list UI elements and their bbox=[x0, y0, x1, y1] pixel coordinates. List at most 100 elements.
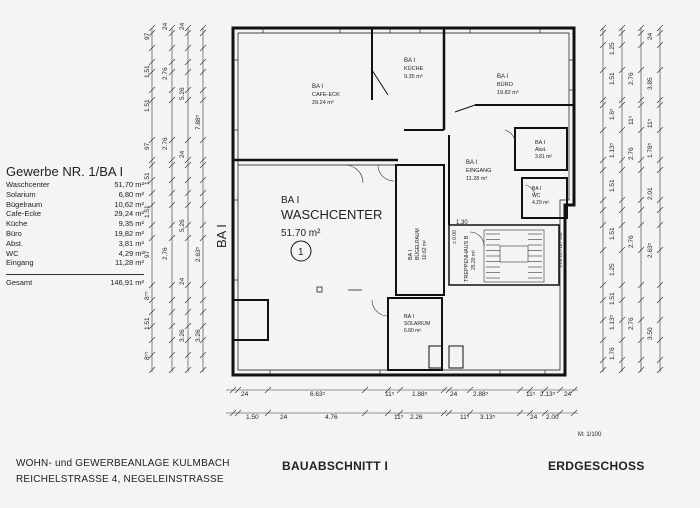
dim-bottom-low: 4.76 bbox=[325, 414, 338, 421]
area-row-value: 11,28 m² bbox=[114, 258, 144, 268]
dim-bottom-top: 24 bbox=[450, 391, 458, 398]
dim-right-inner: 1.51 bbox=[609, 227, 616, 240]
dim-bottom-top: 2.13⁵ bbox=[540, 391, 556, 398]
dim-left-inner: 1.51 bbox=[144, 99, 151, 112]
area-total-value: 146,91 m² bbox=[83, 274, 144, 288]
room-buero-area: 19.82 m² bbox=[497, 90, 519, 96]
dim-bottom-low: 11⁵ bbox=[460, 414, 470, 421]
area-row-name: WC bbox=[6, 248, 19, 258]
area-row-value: 10,62 m² bbox=[114, 199, 144, 209]
wall-buegel bbox=[395, 164, 445, 296]
dim-right-mid: 11⁵ bbox=[628, 115, 635, 125]
dim-left-outer: 5.26 bbox=[179, 87, 186, 100]
dim-right-outer: 11⁵ bbox=[647, 118, 654, 128]
dim-left-mid: 2.76 bbox=[162, 247, 169, 260]
dim-right-outer: 3.50 bbox=[647, 327, 654, 340]
room-kueche-name: KÜCHE bbox=[404, 65, 424, 72]
dim-bottom-top: 24 bbox=[564, 391, 572, 398]
dim-bottom-low: 1.50 bbox=[246, 414, 259, 421]
project-info: WOHN- und GEWERBEANLAGE KULMBACH REICHEL… bbox=[16, 456, 230, 488]
dim-bottom-low: 2.00 bbox=[546, 414, 559, 421]
dim-bottom-top: 11⁵ bbox=[385, 391, 395, 398]
area-row-value: 9,35 m² bbox=[118, 219, 144, 229]
dim-bottom-low: 3.13⁵ bbox=[480, 414, 496, 421]
dim-bottom-top: 11⁵ bbox=[526, 391, 536, 398]
level-a: ± 0.00 bbox=[452, 230, 458, 244]
area-row: Küche 9,35 m² bbox=[6, 219, 144, 229]
area-row-value: 29,24 m² bbox=[114, 209, 144, 219]
room-buegel-name: BÜGELRAUM bbox=[414, 228, 421, 260]
wall-treppe bbox=[448, 224, 560, 286]
project-line-2: REICHELSTRASSE 4, NEGELEINSTRASSE bbox=[16, 474, 224, 485]
dim-bottom-low: 24 bbox=[530, 414, 538, 421]
dim-right-mid: 2.76 bbox=[628, 147, 635, 160]
dim-left-mid: 2.76 bbox=[162, 67, 169, 80]
room-wasch-number: 1 bbox=[298, 247, 304, 258]
dim-right-inner: 1.25 bbox=[609, 42, 616, 55]
windows bbox=[233, 28, 574, 375]
dim-bottom-top: 24 bbox=[241, 391, 249, 398]
room-buero-ba: BA I bbox=[497, 74, 508, 80]
bottom-dim-labels: 24 6.63⁵ 11⁵ 1.88⁵ 24 2.88⁵ 11⁵ 2.13⁵ 24… bbox=[241, 391, 572, 421]
area-row-value: 19,82 m² bbox=[114, 228, 144, 238]
dim-left-outer: 24 bbox=[179, 150, 186, 158]
dim-left-inner: 8⁷⁵ bbox=[144, 291, 151, 300]
area-row-name: Abst. bbox=[6, 238, 24, 248]
scale-label: M: 1/100 bbox=[578, 432, 602, 438]
room-eingang-ba: BA I bbox=[466, 160, 477, 166]
dim-bottom-top: 6.63⁵ bbox=[310, 391, 326, 398]
room-solarium-area: 6.80 m² bbox=[404, 328, 421, 334]
area-row-name: Küche bbox=[6, 219, 28, 229]
room-eingang-area: 11.28 m² bbox=[466, 176, 487, 182]
dim-right-mid: 2.76 bbox=[628, 317, 635, 330]
stair-label: STG 15 / 16 / 300 bbox=[558, 232, 563, 268]
dim-right-outer: 2.63⁵ bbox=[647, 242, 654, 258]
room-buero-name: BÜRO bbox=[497, 81, 514, 88]
dim-right-inner: 1.25 bbox=[609, 263, 616, 276]
left-dim-labels: 97 1.51 1.51 97 1.51 1.51 97 8⁷⁵ 1.51 8⁷… bbox=[144, 22, 202, 360]
dim-right-mid: 2.76 bbox=[628, 235, 635, 248]
walls bbox=[231, 26, 576, 377]
area-row-name: Bügelraum bbox=[6, 199, 43, 209]
room-cafe-area: 29.24 m² bbox=[312, 100, 334, 106]
room-solarium-ba: BA I bbox=[404, 314, 415, 320]
area-row-name: Solarium bbox=[6, 189, 36, 199]
section-title: BAUABSCHNITT I bbox=[282, 459, 389, 473]
dim-left-inner: 1.51 bbox=[144, 205, 151, 218]
dim-right-inner: 1.13⁵ bbox=[609, 142, 616, 158]
area-row: Abst. 3,81 m² bbox=[6, 239, 144, 249]
dim-left-outer: 3.26 bbox=[179, 329, 186, 342]
wall-solarium bbox=[387, 297, 443, 371]
dim-right-outer: 1.78⁵ bbox=[647, 142, 654, 158]
room-eingang-name: EINGANG bbox=[466, 168, 491, 174]
room-kueche-area: 9.35 m² bbox=[404, 74, 423, 80]
area-row: Bügelraum 10,62 m² bbox=[6, 200, 144, 210]
area-row-value: 3,81 m² bbox=[118, 238, 144, 248]
wall-abst bbox=[514, 127, 568, 171]
door-swings bbox=[344, 129, 536, 317]
room-number-circle bbox=[290, 240, 312, 262]
right-dim-labels: 1.25 1.51 1.6⁵ 1.13⁵ 1.51 1.51 1.25 1.51… bbox=[609, 32, 654, 360]
dim-left-inner: 1.51 bbox=[144, 172, 151, 185]
section-mark-left: BA I bbox=[214, 224, 229, 248]
dim-right-mid: 2.76 bbox=[628, 72, 635, 85]
dim-left-inner: 1.51 bbox=[144, 65, 151, 78]
room-wasch-name: WASCHCENTER bbox=[281, 207, 382, 222]
dim-right-inner: 1.51 bbox=[609, 72, 616, 85]
dim-bottom-top: 1.88⁵ bbox=[412, 391, 428, 398]
room-wasch-area: 51.70 m² bbox=[281, 228, 321, 239]
dim-left-outer: 5.26 bbox=[179, 219, 186, 232]
area-row-name: Cafe-Ecke bbox=[6, 209, 42, 219]
floor-title: ERDGESCHOSS bbox=[548, 459, 645, 473]
room-wc-name: WC bbox=[532, 193, 541, 199]
right-dimension-lines bbox=[599, 24, 664, 374]
area-row-name: Waschcenter bbox=[6, 180, 50, 189]
